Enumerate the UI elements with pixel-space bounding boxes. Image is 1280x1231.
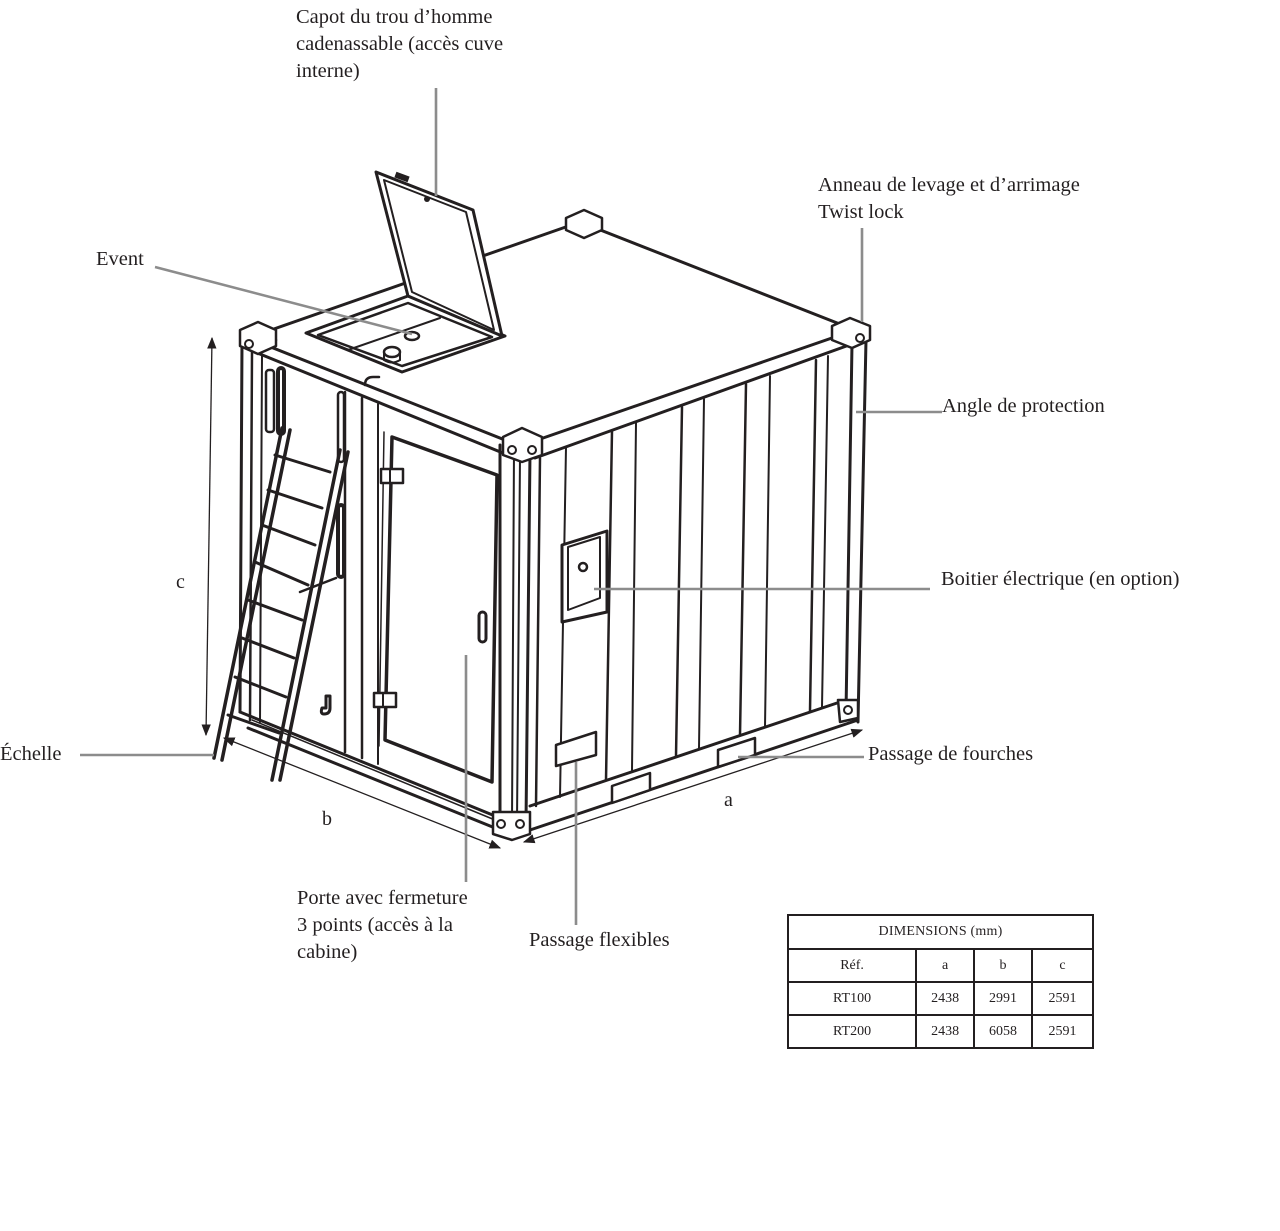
ladder [212, 426, 350, 782]
leader-vent [154, 265, 413, 336]
table-title: DIMENSIONS (mm) [787, 914, 1094, 950]
lid [374, 170, 504, 338]
twist-lock-front-top [501, 426, 544, 464]
dimension-b-line [222, 737, 502, 849]
dimension-a-label: a [724, 789, 733, 811]
table-row: RT100 2438 2991 2591 [786, 981, 1095, 1016]
header-a: a [915, 948, 976, 983]
cell-c: 2591 [1030, 981, 1095, 1016]
dimension-b-label: b [322, 808, 332, 830]
twist-lock-right-bottom [836, 698, 860, 724]
label-hose-passage: Passage flexibles [529, 929, 670, 951]
front-corner-post [498, 443, 532, 824]
label-manhole-cover: Capot du trou d’homme cadenassable (accè… [296, 6, 504, 82]
label-door: Porte avec fermeture 3 points (accès à l… [297, 887, 468, 963]
cell-c: 2591 [1030, 1014, 1095, 1049]
header-ref: Réf. [786, 948, 918, 983]
label-forklift-pockets: Passage de fourches [868, 743, 1034, 765]
label-ladder: Échelle [0, 743, 62, 765]
dimension-a-line [522, 728, 864, 844]
twist-lock-front-left-top [238, 320, 278, 356]
label-corner-protection: Angle de protection [942, 395, 1105, 417]
vent-cap [382, 330, 421, 364]
dimensions-table: DIMENSIONS (mm) Réf. a b c RT100 2438 29… [786, 914, 1095, 1049]
twist-lock-back-top [564, 208, 604, 240]
label-electrical-box: Boitier électrique (en option) [941, 568, 1180, 590]
dimension-lines [201, 336, 864, 849]
cell-ref: RT100 [786, 981, 918, 1016]
leader-lines [80, 88, 942, 925]
table-header-row: Réf. a b c [786, 948, 1095, 983]
cell-ref: RT200 [786, 1014, 918, 1049]
cell-b: 6058 [973, 1014, 1033, 1049]
dimension-c-label: c [176, 571, 185, 593]
twist-lock-front-bottom [491, 810, 532, 842]
dimension-c-line [201, 336, 217, 737]
table-row: RT200 2438 6058 2591 [786, 1014, 1095, 1049]
twist-lock-right-top [830, 316, 872, 350]
cell-a: 2438 [915, 1014, 976, 1049]
label-vent: Event [96, 248, 144, 270]
table-title-row: DIMENSIONS (mm) [787, 914, 1094, 950]
manhole-hatch [304, 170, 507, 374]
label-lifting-ring: Anneau de levage et d’arrimage Twist loc… [818, 174, 1080, 223]
cell-b: 2991 [973, 981, 1033, 1016]
header-c: c [1030, 948, 1095, 983]
cell-a: 2438 [915, 981, 976, 1016]
cabin-door [372, 431, 499, 784]
header-b: b [973, 948, 1033, 983]
